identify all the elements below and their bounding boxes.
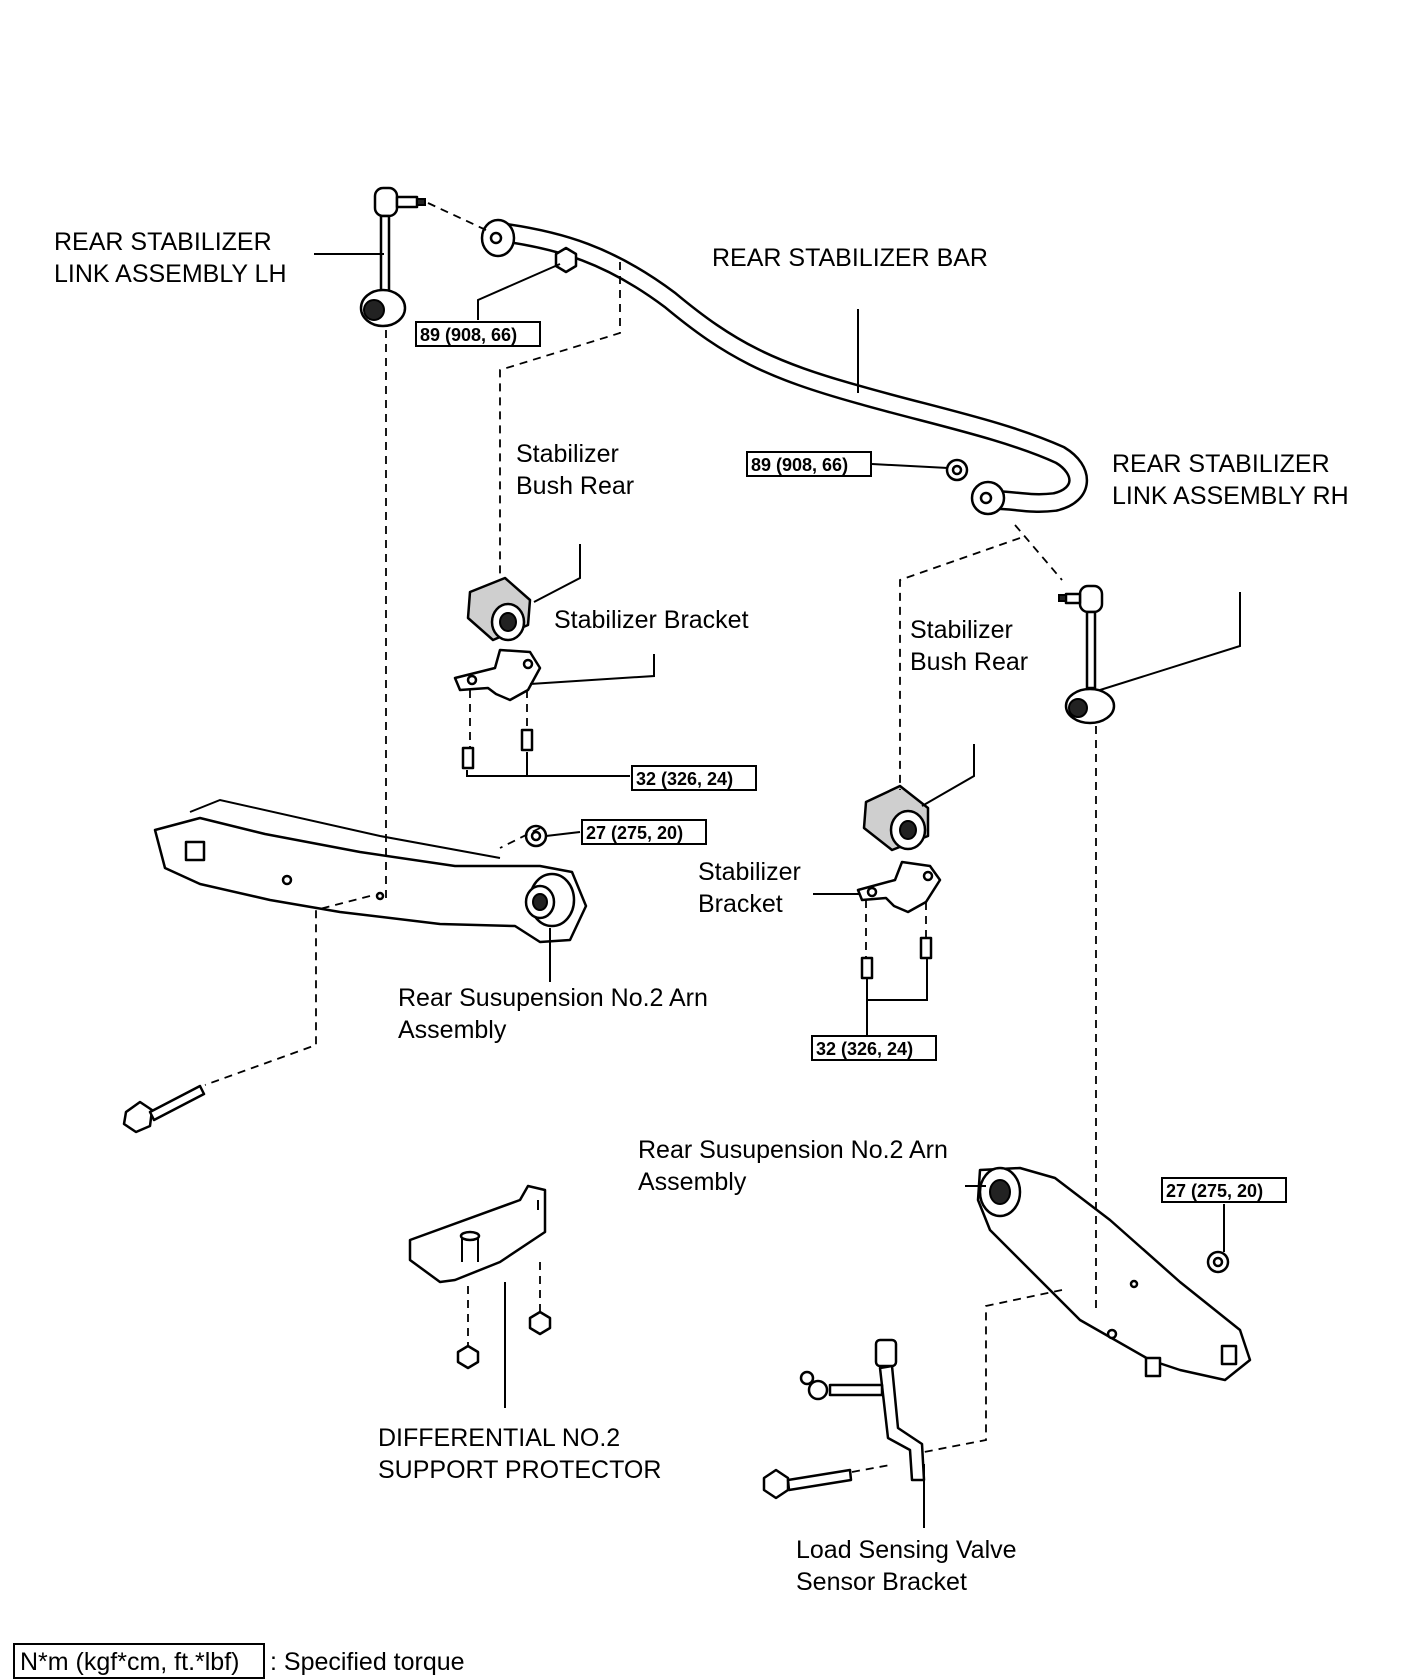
link-rh-nut (945, 458, 969, 482)
torque-box-link-rh: 89 (908, 66) (746, 451, 872, 477)
arm-right-nut (1206, 1250, 1230, 1274)
torque-legend: N*m (kgf*cm, ft.*lbf) : Specified torque (13, 1643, 465, 1679)
label-bush-rear-right: Stabilizer Bush Rear (910, 616, 1028, 676)
torque-box-link-lh: 89 (908, 66) (415, 321, 541, 347)
svg-text:27 (275, 20): 27 (275, 20) (1166, 1181, 1263, 1201)
torque-box-arm-right: 27 (275, 20) (1161, 1177, 1287, 1203)
svg-text:32 (326, 24): 32 (326, 24) (816, 1039, 913, 1059)
stabilizer-bush-rear-right (862, 784, 930, 852)
label-link-rh: REAR STABILIZER LINK ASSEMBLY RH (1112, 450, 1349, 510)
svg-text:27 (275, 20): 27 (275, 20) (586, 823, 683, 843)
label-link-lh: REAR STABILIZER LINK ASSEMBLY LH (54, 228, 287, 288)
label-diff-protector: DIFFERENTIAL NO.2 SUPPORT PROTECTOR (378, 1424, 661, 1484)
rear-suspension-arm-right (976, 1166, 1252, 1382)
svg-text:32 (326, 24): 32 (326, 24) (636, 769, 733, 789)
load-sensing-valve-sensor-bracket (762, 1338, 926, 1500)
torque-box-bracket-right: 32 (326, 24) (811, 1035, 937, 1061)
link-assembly-lh (359, 186, 426, 328)
link-lh-nut (554, 246, 578, 274)
label-bush-rear-left: Stabilizer Bush Rear (516, 440, 634, 500)
stabilizer-bracket-left (453, 648, 542, 770)
legend-description: : Specified torque (270, 1648, 465, 1676)
label-load-sensing: Load Sensing Valve Sensor Bracket (796, 1536, 1024, 1596)
label-arm-left: Rear Susupension No.2 Arn Assembly (398, 984, 715, 1044)
rear-stabilizer-bar (480, 218, 1089, 516)
leader-lines (314, 253, 1241, 1528)
assembly-lines (204, 202, 1097, 1473)
legend-unit: N*m (kgf*cm, ft.*lbf) (20, 1648, 239, 1676)
label-bracket-right: Stabilizer Bracket (698, 858, 808, 918)
torque-box-bracket-left: 32 (326, 24) (631, 765, 757, 791)
stabilizer-bush-rear-left (466, 576, 532, 642)
label-stabilizer-bar: REAR STABILIZER BAR (712, 244, 988, 272)
svg-text:89 (908, 66): 89 (908, 66) (420, 325, 517, 345)
rear-suspension-arm-left (153, 798, 588, 944)
label-arm-right: Rear Susupension No.2 Arn Assembly (638, 1136, 955, 1196)
link-assembly-rh (1058, 584, 1116, 725)
differential-support-protector (408, 1184, 552, 1370)
torque-box-arm-left: 27 (275, 20) (581, 819, 707, 845)
label-bracket-left: Stabilizer Bracket (554, 606, 749, 634)
arm-left-bolt (122, 1084, 206, 1134)
svg-text:89 (908, 66): 89 (908, 66) (751, 455, 848, 475)
